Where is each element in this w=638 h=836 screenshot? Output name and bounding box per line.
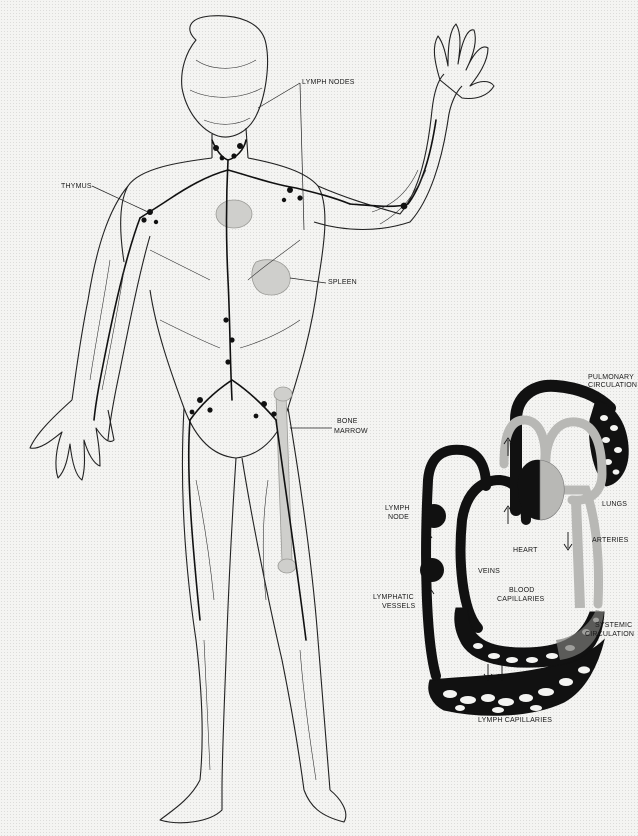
label-spleen: SPLEEN	[328, 279, 357, 287]
label-marrow: MARROW	[334, 428, 368, 436]
label-lymph-nodes: LYMPH NODES	[302, 79, 355, 87]
aorta-descending	[576, 500, 580, 608]
label-lymph: LYMPH	[385, 505, 410, 513]
figure-left-foot	[160, 780, 222, 823]
label-pulmonary-circulation: CIRCULATION	[588, 382, 637, 390]
label-vessels: VESSELS	[382, 603, 415, 611]
lymph-node-upper	[422, 504, 446, 528]
thymus-organ	[216, 200, 252, 228]
leader-lymph-nodes-2	[300, 83, 304, 230]
arrow-artery-down	[564, 532, 572, 550]
femur-head	[274, 387, 292, 401]
label-lymphatic: LYMPHATIC	[373, 594, 414, 602]
label-capillaries: CAPILLARIES	[497, 596, 544, 604]
label-veins: VEINS	[478, 568, 500, 576]
leader-lymph-nodes	[258, 83, 300, 108]
label-lymph-capillaries: LYMPH CAPILLARIES	[478, 717, 552, 725]
leader-thymus	[92, 186, 148, 212]
figure-torso	[121, 158, 325, 408]
figure-right-foot	[304, 790, 346, 822]
label-node: NODE	[388, 514, 409, 522]
lymph-node-lower	[420, 558, 444, 582]
label-arteries: ARTERIES	[592, 537, 628, 545]
figure-raised-hand	[434, 24, 494, 99]
label-bone: BONE	[337, 418, 358, 426]
label-thymus: THYMUS	[61, 183, 92, 191]
lymph-vessel-network	[94, 120, 436, 640]
femur-knee	[278, 559, 296, 573]
lymph-fine-vessels	[90, 60, 426, 780]
label-lungs: LUNGS	[602, 501, 627, 509]
figure-head	[182, 16, 268, 137]
label-systemic: SYSTEMIC	[595, 622, 632, 630]
heart-left-half	[540, 460, 564, 520]
label-pulmonary: PULMONARY	[588, 374, 634, 382]
figure-hanging-hand	[30, 400, 114, 480]
label-heart: HEART	[513, 547, 538, 555]
spleen-organ	[252, 260, 290, 295]
human-figure	[30, 16, 494, 823]
label-blood: BLOOD	[509, 587, 535, 595]
figure-neck	[212, 128, 248, 158]
organs	[216, 200, 296, 573]
label-systemic-circulation: CIRCULATION	[585, 631, 634, 639]
figure-left-leg	[183, 408, 237, 790]
leader-spleen	[290, 278, 326, 283]
